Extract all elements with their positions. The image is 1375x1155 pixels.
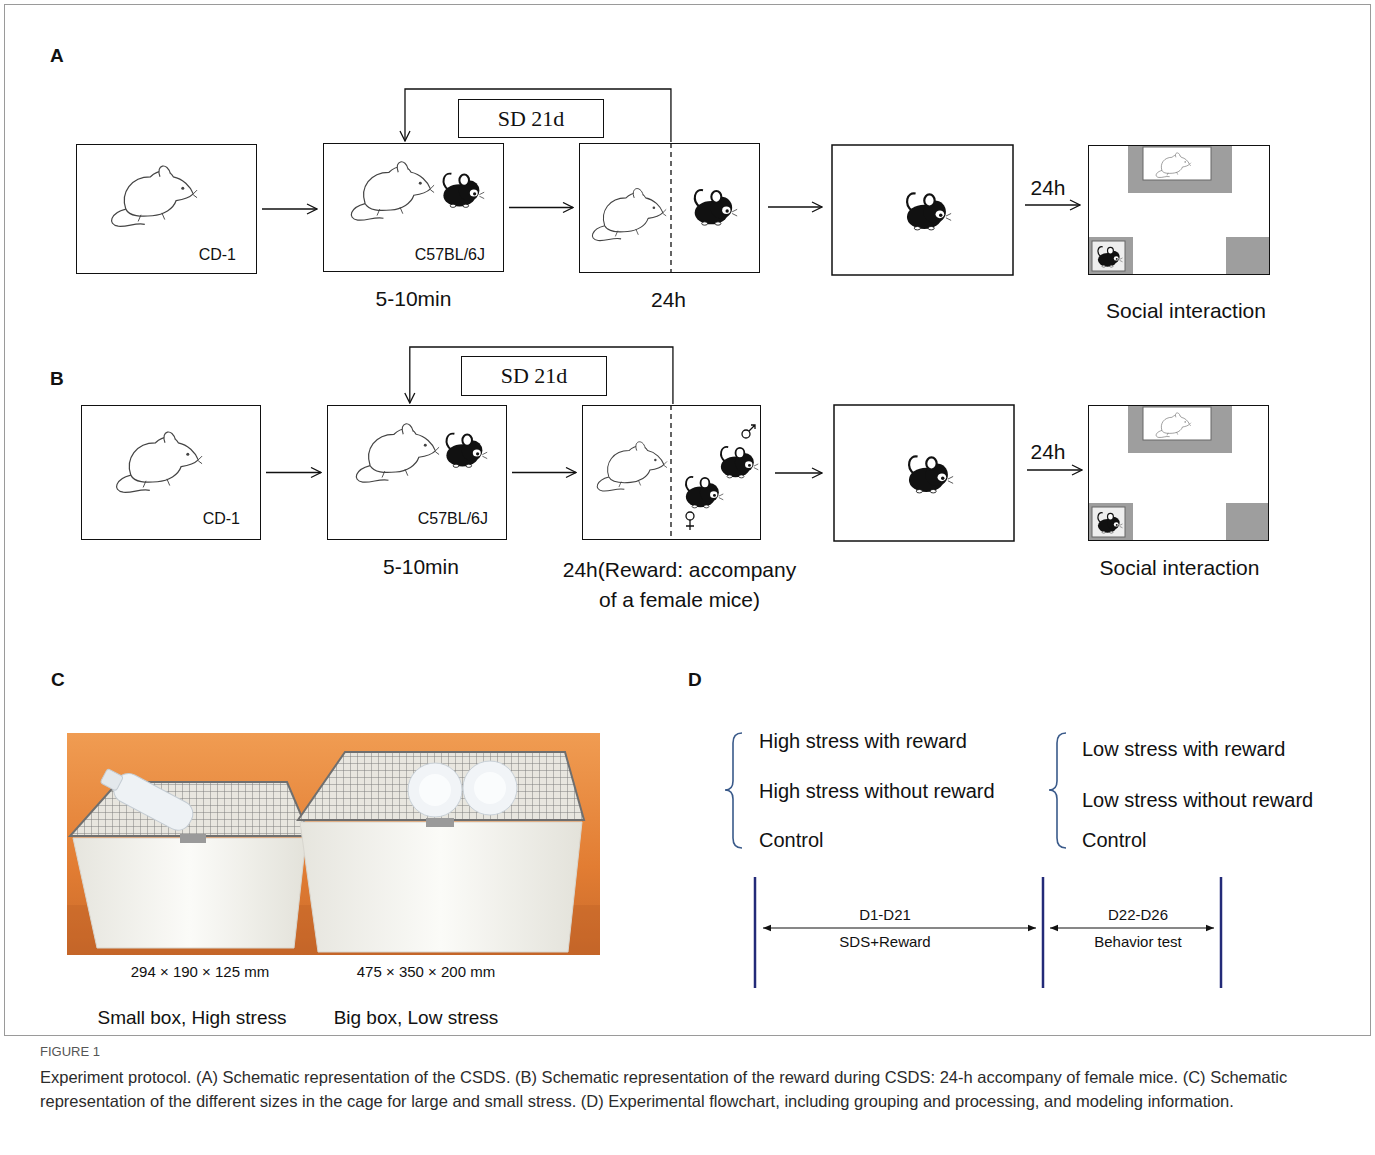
cage-box: 24h(Reward: accompany of a female mice) (582, 405, 761, 540)
strain-label: C57BL/6J (418, 509, 488, 528)
arena-box: Social interaction (1088, 405, 1269, 541)
panel-letter: C (51, 669, 65, 692)
time-label: 5-10min (383, 554, 459, 579)
panel-letter: B (50, 368, 64, 391)
cage-box: 24h (579, 143, 760, 273)
repeat-arrow (405, 89, 671, 142)
stage-label: Social interaction (1100, 555, 1260, 580)
group-label: Low stress with reward (1082, 737, 1285, 761)
figure-number: FIGURE 1 (40, 1044, 100, 1060)
repeat-arrow (410, 347, 673, 404)
period-box: SD 21d (458, 99, 604, 138)
time-label: 5-10min (376, 286, 452, 311)
group-label: Control (759, 828, 823, 852)
strain-label: C57BL/6J (415, 245, 485, 264)
strain-label: CD-1 (203, 509, 240, 528)
panel-letter: A (50, 45, 64, 68)
time-label: 24h (651, 287, 686, 312)
time-label: 24h (1030, 175, 1065, 200)
figure-caption: Experiment protocol. (A) Schematic repre… (40, 1066, 1340, 1113)
group-label: High stress with reward (759, 729, 967, 753)
flow-arrow (509, 207, 573, 208)
arena-box: Social interaction (1088, 145, 1270, 275)
group-label: Low stress without reward (1082, 788, 1313, 812)
strain-label: CD-1 (199, 245, 236, 264)
cage-box: C57BL/6J5-10min (327, 405, 507, 540)
period-label: D1-D21 (857, 906, 913, 924)
cage-box: CD-1 (76, 144, 257, 274)
time-label: 24h(Reward: accompany of a female mice) (557, 555, 802, 616)
panel-letter: D (688, 669, 702, 692)
stage-label: Social interaction (1106, 298, 1266, 323)
cage-label: Small box, High stress (97, 1007, 286, 1030)
time-label: 24h (1030, 439, 1065, 464)
flow-arrow (512, 472, 576, 473)
period-box: SD 21d (461, 356, 607, 396)
group-label: Control (1082, 828, 1146, 852)
flow-arrow (266, 472, 321, 473)
period-text: SD 21d (498, 105, 565, 131)
flow-arrow (262, 208, 317, 209)
period-text: SD 21d (501, 363, 568, 389)
cage-box: CD-1 (81, 405, 261, 540)
period-label: D22-D26 (1106, 906, 1170, 924)
dimension-label: 294 × 190 × 125 mm (131, 963, 269, 981)
cage-box: C57BL/6J5-10min (323, 143, 504, 272)
period-label: Behavior test (1092, 933, 1184, 951)
dimension-label: 475 × 350 × 200 mm (357, 963, 495, 981)
period-label: SDS+Reward (837, 933, 932, 951)
group-label: High stress without reward (759, 779, 995, 803)
cage-label: Big box, Low stress (334, 1007, 499, 1030)
